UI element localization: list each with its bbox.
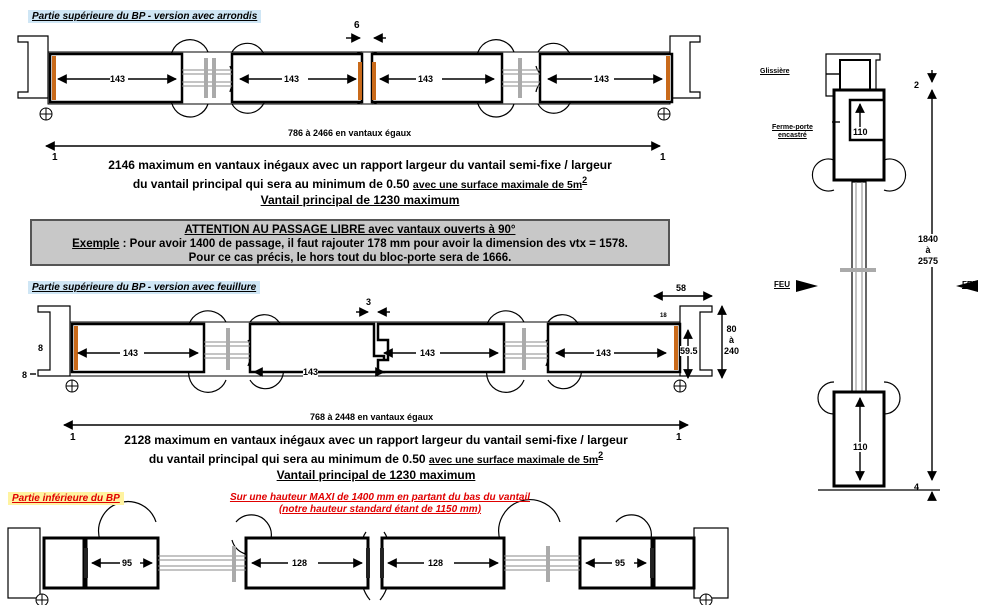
note-block-top: 2146 maximum en vantaux inégaux avec un … bbox=[40, 158, 680, 208]
overall-width-label: 786 à 2466 en vantaux égaux bbox=[288, 128, 412, 138]
height-line: 1840 bbox=[918, 234, 939, 244]
dim-58-label: 58 bbox=[676, 283, 687, 293]
note-line: du vantail principal qui sera au minimum… bbox=[40, 173, 680, 193]
example-label: Exemple bbox=[72, 238, 120, 250]
bottom-dim-label: 110 bbox=[853, 442, 868, 452]
dim-text: 80 bbox=[726, 324, 737, 334]
red-note-line: (notre hauteur standard étant de 1150 mm… bbox=[278, 504, 482, 515]
note-line: du vantail principal qui sera au minimum… bbox=[56, 448, 696, 468]
feu-right-label: FEU bbox=[962, 280, 978, 289]
attention-box: ATTENTION AU PASSAGE LIBRE avec vantaux … bbox=[30, 219, 670, 266]
note-line: 2146 maximum en vantaux inégaux avec un … bbox=[108, 158, 612, 172]
section-side-drawing bbox=[796, 53, 978, 501]
height-range-label: 1840 à 2575 bbox=[918, 234, 939, 267]
attention-line: Exemple : Pour avoir 1400 de passage, il… bbox=[32, 237, 668, 251]
note-underlined: avec une surface maximale de 5m bbox=[428, 454, 599, 466]
leaf-width-label: 128 bbox=[428, 558, 444, 568]
offset-label: 1 bbox=[660, 152, 666, 163]
dim-2-label: 2 bbox=[914, 80, 920, 90]
height-line: à bbox=[925, 245, 931, 255]
note-line: Vantail principal de 1230 maximum bbox=[276, 468, 476, 482]
red-note-line: Sur une hauteur MAXI de 1400 mm en parta… bbox=[229, 492, 531, 503]
dim-text: à bbox=[729, 335, 735, 345]
leaf-width-label: 143 bbox=[594, 74, 610, 84]
leaf-width-label: 143 bbox=[596, 348, 612, 358]
section-top-rounded-drawing bbox=[17, 33, 701, 151]
overall-width-label: 768 à 2448 en vantaux égaux bbox=[310, 412, 434, 422]
note-line: Vantail principal de 1230 maximum bbox=[260, 193, 460, 207]
top-dim-label: 110 bbox=[853, 127, 868, 137]
note-text: du vantail principal qui sera au minimum… bbox=[148, 452, 429, 466]
dim-8-label: 8 bbox=[38, 343, 44, 353]
note-underlined: avec une surface maximale de 5m bbox=[412, 179, 583, 191]
leaf-width-label: 143 bbox=[123, 348, 139, 358]
dim-80-240-label: 80 à 240 bbox=[724, 324, 739, 357]
height-line: 2575 bbox=[918, 256, 939, 266]
note-line: 2128 maximum en vantaux inégaux avec un … bbox=[124, 433, 628, 447]
section-top-rebate-label: Partie supérieure du BP - version avec f… bbox=[28, 281, 261, 294]
note-block-rebate: 2128 maximum en vantaux inégaux avec un … bbox=[56, 433, 696, 483]
ferme-porte-line: encastré bbox=[778, 132, 807, 139]
section-bottom-drawing bbox=[7, 499, 729, 605]
ferme-porte-line: Ferme-porte bbox=[772, 124, 813, 131]
dim-text: 240 bbox=[724, 346, 740, 356]
offset-label: 1 bbox=[70, 432, 76, 443]
overlap-label: 143 bbox=[303, 367, 319, 377]
note-sup: 2 bbox=[598, 450, 604, 460]
leaf-width-label: 128 bbox=[292, 558, 308, 568]
dim-18-label: 18 bbox=[660, 313, 667, 319]
frame-right bbox=[669, 35, 701, 99]
bottom-red-note: Sur une hauteur MAXI de 1400 mm en parta… bbox=[200, 492, 560, 516]
leaf-width-label: 143 bbox=[418, 74, 434, 84]
leaf-width-label: 143 bbox=[420, 348, 436, 358]
ferme-porte-label: Ferme-porte encastré bbox=[772, 124, 813, 140]
feu-left-label: FEU bbox=[774, 280, 790, 289]
section-top-rebate-drawing bbox=[30, 291, 727, 430]
note-text: du vantail principal qui sera au minimum… bbox=[132, 177, 413, 191]
gap-dim-label: 6 bbox=[354, 20, 360, 31]
glissiere-label: Glissière bbox=[760, 68, 790, 75]
dim-8-label: 8 bbox=[22, 370, 28, 380]
section-bottom-label: Partie inférieure du BP bbox=[8, 492, 124, 505]
attention-title: ATTENTION AU PASSAGE LIBRE avec vantaux … bbox=[184, 224, 516, 236]
leaf-width-label: 143 bbox=[284, 74, 300, 84]
attention-text: : Pour avoir 1400 de passage, il faut ra… bbox=[119, 238, 628, 250]
offset-label: 1 bbox=[676, 432, 682, 443]
gap-dim-label: 3 bbox=[366, 297, 372, 307]
attention-line: Pour ce cas précis, le hors tout du bloc… bbox=[188, 252, 512, 264]
offset-label: 1 bbox=[52, 152, 58, 163]
section-top-rounded-label: Partie supérieure du BP - version avec a… bbox=[28, 10, 262, 23]
dim-59-5-label: 59.5 bbox=[680, 346, 698, 356]
leaf-width-label: 95 bbox=[122, 558, 133, 568]
dim-4-label: 4 bbox=[914, 482, 920, 492]
leaf-width-label: 95 bbox=[615, 558, 626, 568]
frame-left bbox=[17, 35, 49, 99]
note-sup: 2 bbox=[582, 175, 588, 185]
leaf-width-label: 143 bbox=[110, 74, 126, 84]
